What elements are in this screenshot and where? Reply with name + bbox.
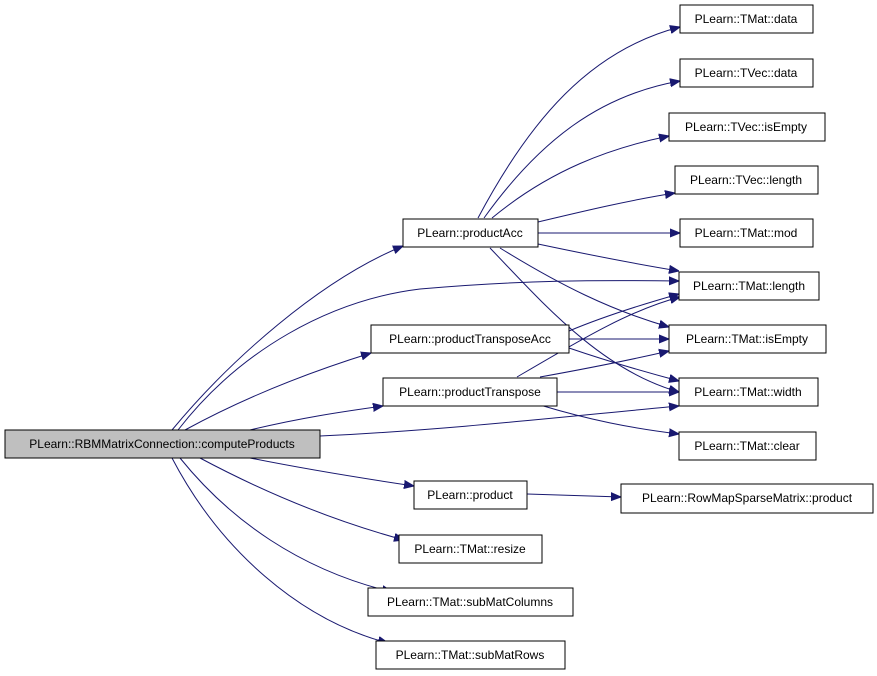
node-label: PLearn::RBMMatrixConnection::computeProd…	[29, 437, 294, 451]
edge-productAcc-tmatIsEmpty	[499, 247, 669, 327]
node-tmat-resize[interactable]: PLearn::TMat::resize	[398, 534, 543, 564]
node-label: PLearn::productAcc	[417, 226, 522, 240]
edge-root-tmatLength	[177, 281, 679, 431]
node-root[interactable]: PLearn::RBMMatrixConnection::computeProd…	[4, 429, 321, 459]
node-tvec-length[interactable]: PLearn::TVec::length	[674, 165, 819, 195]
node-product[interactable]: PLearn::product	[413, 480, 528, 510]
node-label: PLearn::TMat::isEmpty	[686, 332, 808, 346]
nodes: PLearn::RBMMatrixConnection::computeProd…	[4, 4, 874, 670]
edge-productAcc-tmatData	[477, 27, 680, 219]
edge-root-productTranspose	[249, 406, 383, 431]
edge-root-tmatWidth	[319, 406, 679, 437]
node-label: PLearn::TMat::data	[695, 12, 798, 26]
edge-productAcc-tvecData	[483, 81, 680, 219]
node-tmat-submatcolumns[interactable]: PLearn::TMat::subMatColumns	[367, 587, 574, 617]
edge-productAcc-tvecLength	[537, 193, 675, 223]
node-product-transpose-acc[interactable]: PLearn::productTransposeAcc	[370, 324, 570, 354]
edge-product-rowMapProduct	[526, 494, 621, 497]
edge-productTransposeAcc-tmatLength	[568, 294, 679, 332]
node-tmat-data[interactable]: PLearn::TMat::data	[679, 4, 814, 34]
node-rowmap-product[interactable]: PLearn::RowMapSparseMatrix::product	[620, 483, 874, 514]
edge-productTranspose-tmatLength	[516, 297, 680, 378]
node-label: PLearn::TMat::mod	[695, 226, 798, 240]
edge-root-resize	[199, 457, 404, 540]
edge-root-subMatColumns	[179, 457, 392, 592]
node-label: PLearn::TMat::length	[693, 279, 805, 293]
node-label: PLearn::product	[427, 488, 513, 502]
edge-productTransposeAcc-tmatWidth	[568, 347, 679, 381]
node-label: PLearn::RowMapSparseMatrix::product	[642, 491, 853, 505]
node-tmat-submatrows[interactable]: PLearn::TMat::subMatRows	[375, 640, 566, 670]
node-tvec-isempty[interactable]: PLearn::TVec::isEmpty	[668, 112, 826, 142]
edge-productTranspose-tmatIsEmpty	[539, 351, 669, 378]
node-label: PLearn::TMat::subMatColumns	[387, 595, 553, 609]
node-label: PLearn::TMat::clear	[694, 439, 799, 453]
node-label: PLearn::TMat::subMatRows	[396, 648, 545, 662]
node-tmat-length[interactable]: PLearn::TMat::length	[678, 271, 820, 301]
edge-root-product	[249, 457, 414, 486]
edge-productAcc-tvecIsEmpty	[491, 136, 669, 219]
edge-root-productAcc	[171, 246, 403, 431]
node-label: PLearn::TMat::width	[694, 385, 801, 399]
node-product-acc[interactable]: PLearn::productAcc	[402, 218, 539, 248]
node-tmat-clear[interactable]: PLearn::TMat::clear	[678, 431, 817, 461]
node-label: PLearn::TVec::data	[695, 66, 798, 80]
node-label: PLearn::productTranspose	[399, 385, 541, 399]
edge-productAcc-tmatWidth	[489, 247, 679, 392]
edge-root-productTransposeAcc	[184, 353, 371, 431]
edge-productTranspose-tmatClear	[539, 404, 679, 434]
node-tmat-width[interactable]: PLearn::TMat::width	[678, 377, 819, 407]
node-tmat-mod[interactable]: PLearn::TMat::mod	[679, 218, 814, 248]
node-label: PLearn::TVec::isEmpty	[685, 120, 807, 134]
node-tmat-isempty[interactable]: PLearn::TMat::isEmpty	[668, 324, 827, 354]
node-product-transpose[interactable]: PLearn::productTranspose	[382, 377, 558, 407]
edge-productAcc-tmatLength	[537, 243, 679, 271]
node-tvec-data[interactable]: PLearn::TVec::data	[679, 58, 814, 88]
edges	[171, 27, 680, 643]
node-label: PLearn::productTransposeAcc	[389, 332, 551, 346]
edge-root-subMatRows	[171, 457, 388, 643]
node-label: PLearn::TMat::resize	[414, 542, 526, 556]
node-label: PLearn::TVec::length	[690, 173, 802, 187]
